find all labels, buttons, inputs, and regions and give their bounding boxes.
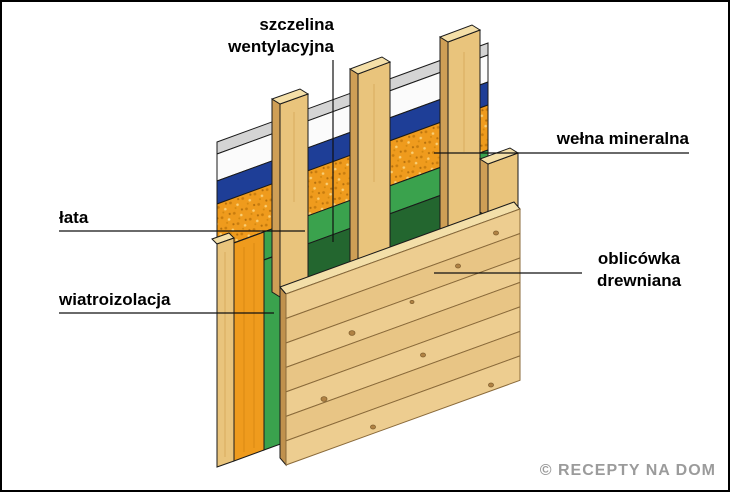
label-wood-cladding-line1: oblicówka	[597, 249, 681, 268]
label-wood-cladding: oblicówka drewniana	[582, 248, 696, 292]
wood-cladding	[279, 201, 521, 467]
label-ventilation-gap: szczelina wentylacyjna	[152, 14, 334, 58]
batten-side-face	[349, 68, 359, 278]
cladding-board	[285, 355, 521, 466]
wood-knot	[409, 299, 415, 304]
wood-knot	[455, 263, 461, 269]
wood-knot	[320, 396, 328, 402]
batten-top-face	[348, 56, 392, 75]
mineral-wool-cut-face	[233, 231, 265, 462]
battens	[270, 24, 520, 298]
wood-knot	[420, 352, 426, 358]
label-wind-insulation: wiatroizolacja	[59, 290, 171, 309]
label-wood-cladding-line2: drewniana	[596, 271, 682, 290]
label-batten: łata	[59, 208, 89, 227]
label-ventilation-gap-line1: szczelina	[259, 15, 334, 34]
cladding-knots	[320, 230, 499, 430]
batten-side-face	[271, 98, 281, 298]
batten-top-face	[270, 88, 310, 105]
wood-knot	[488, 382, 494, 388]
wood-knot	[370, 424, 376, 430]
batten-top-face	[438, 24, 482, 43]
watermark-text: © RECEPTY NA DOM	[539, 462, 716, 479]
label-mineral-wool: wełna mineralna	[556, 129, 689, 148]
leader-lines	[59, 60, 689, 314]
label-ventilation-gap-line2: wentylacyjna	[228, 37, 334, 56]
wood-knot	[493, 230, 499, 236]
wood-knot	[348, 330, 356, 336]
batten-side-face	[479, 158, 489, 218]
batten-top-face	[478, 147, 520, 165]
cladding-left-edge	[279, 285, 287, 467]
